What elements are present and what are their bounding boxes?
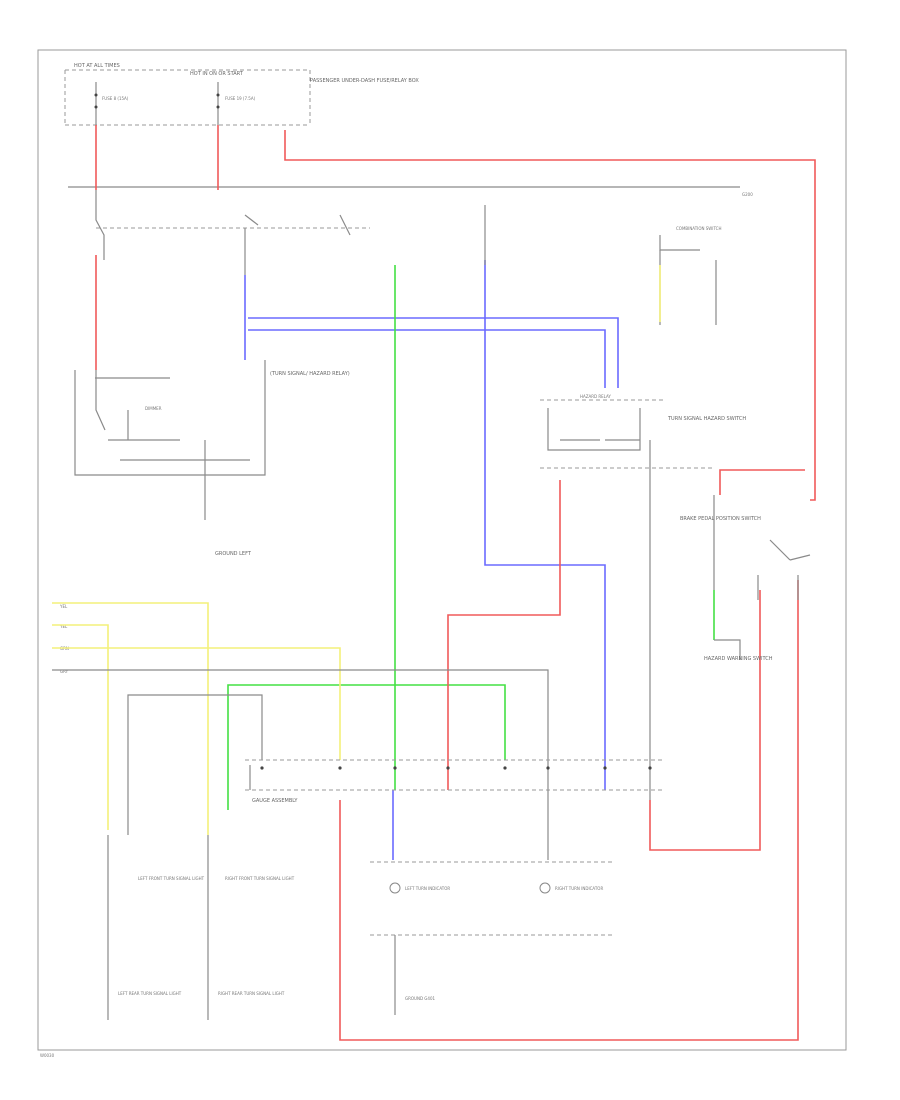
wire-green — [227, 265, 506, 810]
hazard-relay-box: HAZARD RELAY TURN SIGNAL HAZARD SWITCH — [540, 394, 746, 800]
right-front-label: RIGHT FRONT TURN SIGNAL LIGHT — [225, 876, 295, 881]
hazard-switch-label: HAZARD WARNING SWITCH — [704, 656, 773, 662]
wire-gry-label: GRY — [60, 669, 69, 674]
turn-signal-switch-top: COMBINATION SWITCH — [659, 226, 721, 325]
turn-signal-switch-label: COMBINATION SWITCH — [676, 226, 721, 231]
left-indicator-lamp — [389, 882, 401, 894]
left-front-label: LEFT FRONT TURN SIGNAL LIGHT — [138, 876, 205, 881]
wire-red-right-switch — [719, 469, 805, 495]
wire-red-right-lower — [649, 590, 761, 851]
underdash-fuse-box: HOT AT ALL TIMES HOT IN ON OR START PASS… — [64, 63, 419, 126]
diagram-frame — [37, 49, 847, 1051]
relay-note-label: (TURN SIGNAL/ HAZARD RELAY) — [270, 371, 350, 377]
ground-bottom-label: GROUND G401 — [405, 996, 435, 1001]
fuse-box-label: PASSENGER UNDER-DASH FUSE/RELAY BOX — [310, 78, 419, 84]
left-wire-labels: YEL YEL GRN GRY — [59, 604, 69, 674]
ground-bus-label: G200 — [742, 192, 753, 197]
relay-box-label: HAZARD RELAY — [580, 394, 611, 399]
wire-blue-lower — [392, 260, 606, 860]
dimmer-label: DIMMER — [145, 406, 162, 411]
gauge-assembly-box: GAUGE ASSEMBLY — [245, 759, 665, 804]
wire-gray-d — [52, 669, 549, 790]
footer-code: W0030 — [40, 1053, 55, 1058]
wire-red-hazard — [447, 480, 561, 790]
wire-blue — [244, 275, 619, 388]
lamp-right-label: RIGHT TURN INDICATOR — [555, 886, 603, 891]
turn-signal-lights: LEFT FRONT TURN SIGNAL LIGHT RIGHT FRONT… — [107, 835, 295, 1020]
combo-switch-label: TURN SIGNAL HAZARD SWITCH — [667, 416, 746, 422]
dimmer-relay-box: DIMMER (TURN SIGNAL/ HAZARD RELAY) GROUN… — [74, 360, 350, 557]
wire-yellow-a — [52, 602, 209, 835]
hazard-switch: BRAKE PEDAL POSITION SWITCH HAZARD WARNI… — [680, 495, 811, 662]
right-indicator-lamp — [539, 882, 551, 894]
indicator-lamps: LEFT TURN INDICATOR RIGHT TURN INDICATOR… — [370, 790, 615, 1015]
wire-red-bottom — [339, 580, 799, 1041]
gauge-assembly-label: GAUGE ASSEMBLY — [252, 798, 298, 804]
hot-in-on-label: HOT IN ON OR START — [190, 71, 244, 77]
brake-note-label: BRAKE PEDAL POSITION SWITCH — [680, 516, 761, 522]
lamp-left-label: LEFT TURN INDICATOR — [405, 886, 450, 891]
left-rear-label: LEFT REAR TURN SIGNAL LIGHT — [118, 991, 182, 996]
fuse-b-label: FUSE 19 (7.5A) — [225, 96, 256, 101]
ground-left-label: GROUND LEFT — [215, 551, 252, 557]
wire-red-top-right — [284, 130, 816, 501]
wire-yellow-c — [52, 647, 341, 760]
wire-yel1-label: YEL — [59, 604, 68, 609]
fuse-a-label: FUSE 8 (15A) — [102, 96, 129, 101]
wire-gray-e — [127, 694, 263, 835]
wire-yel2-label: YEL — [59, 624, 68, 629]
wire-yellow-b — [52, 624, 109, 830]
right-rear-label: RIGHT REAR TURN SIGNAL LIGHT — [218, 991, 285, 996]
hot-at-all-times-label: HOT AT ALL TIMES — [74, 63, 120, 69]
